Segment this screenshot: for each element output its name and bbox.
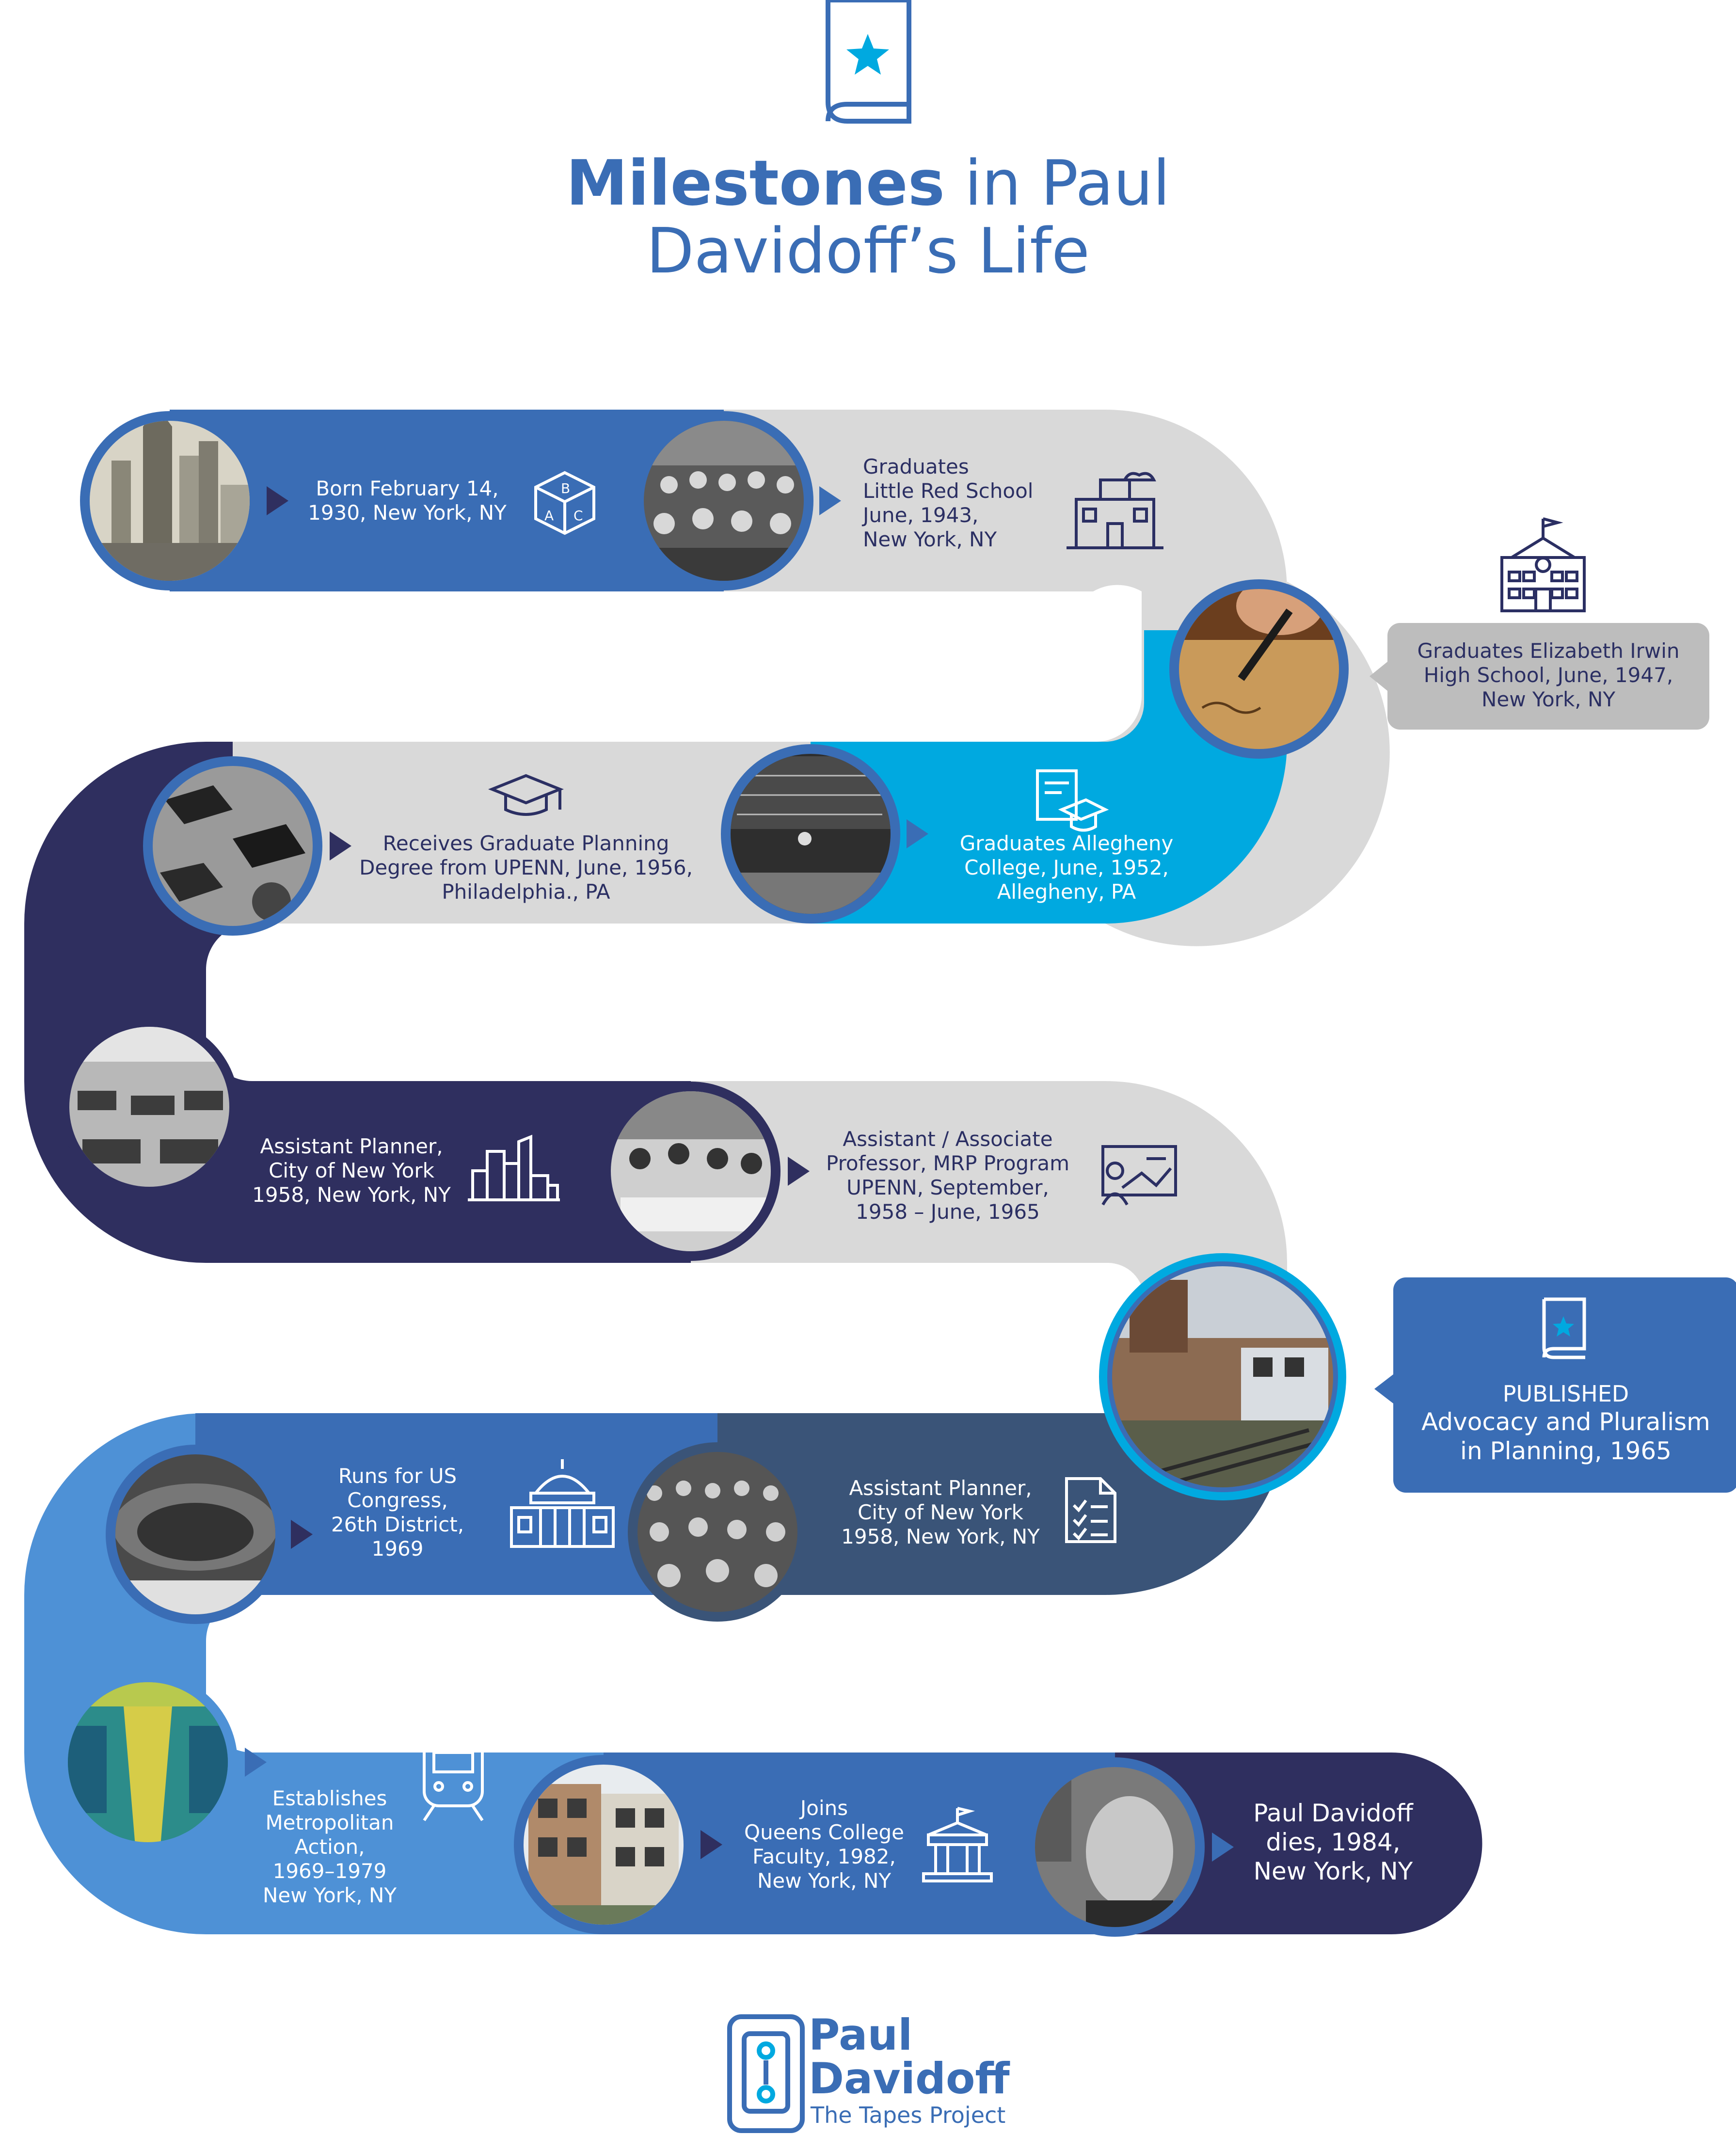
teacher-board-icon [1101,1145,1177,1206]
book-star-icon [1542,1297,1586,1359]
band-row1-gray [724,410,1287,591]
classroom-photo [634,411,813,590]
pointer-arrows [245,486,1234,1862]
abc-blocks-icon: B A C [534,471,595,535]
city-skyline-icon [468,1134,560,1201]
milestone-upenn-degree: Receives Graduate Planning Degree from U… [359,831,693,904]
band-row3-gray [691,1081,1287,1299]
diploma-icon [1036,769,1109,832]
milestone-planner-nyc: Assistant Planner, City of New York 1958… [252,1134,451,1207]
band-row1-blue [170,410,724,591]
assembly-photo [106,1445,285,1624]
lecture-hall-photo [721,744,900,924]
pen-writing-photo [1169,579,1349,759]
milestone-queens: Joins Queens College Faculty, 1982, New … [744,1796,904,1893]
milestone-congress: Runs for US Congress, 26th District, 196… [331,1464,464,1561]
subway-car-photo [58,1673,238,1852]
seminar-photo [601,1082,780,1261]
office-photo [60,1017,239,1196]
milestone-dies: Paul Davidoff dies, 1984, New York, NY [1253,1799,1413,1885]
book-star-icon [826,0,911,124]
checklist-icon [1065,1477,1116,1543]
apartment-photo [514,1755,693,1934]
milestone-born: Born February 14, 1930, New York, NY [308,477,507,525]
svg-text:C: C [573,508,583,524]
published-label: PUBLISHED [1502,1381,1629,1407]
milestone-metro-action: Establishes Metropolitan Action, 1969–19… [262,1786,397,1907]
band-row4-blue [195,1413,717,1595]
portrait-photo [1025,1757,1205,1937]
band-row5-navy [1115,1753,1482,1934]
title-bold: Milestones [566,147,945,220]
subway-train-icon [423,1737,484,1821]
logo-line3: The Tapes Project [811,2102,1006,2128]
college-building-icon [922,1807,993,1882]
irwin-callout [1370,623,1709,730]
page-title: Milestones in Paul [0,150,1736,217]
milestone-professor: Assistant / Associate Professor, MRP Pro… [826,1127,1069,1224]
title-rest: in Paul [944,147,1170,220]
milestone-little-red: Graduates Little Red School June, 1943, … [863,455,1034,551]
published-title: Advocacy and Pluralism in Planning, 1965 [1421,1408,1710,1465]
band-turn1-cyan [811,630,1287,924]
page-title-line2: Davidoff’s Life [646,215,1090,287]
milestone-irwin: Graduates Elizabeth Irwin High School, J… [1417,639,1680,711]
high-school-icon [1500,517,1586,612]
svg-text:B: B [561,480,570,496]
milestone-allegheny: Graduates Allegheny College, June, 1952,… [959,831,1174,904]
logo-line2: Davidoff [809,2054,1010,2103]
svg-text:A: A [544,508,554,524]
graduation-photo [143,756,322,936]
elevated-train-photo [1099,1253,1346,1500]
milestone-planner-nyc-2: Assistant Planner, City of New York 1958… [841,1476,1040,1548]
capitol-icon [510,1459,615,1548]
school-building-icon [1067,472,1163,549]
published-callout [1374,1277,1736,1493]
logo-line1: Paul [809,2010,913,2060]
band-row2-gray [233,742,811,924]
audience-photo [628,1442,807,1622]
skyline-photo [80,411,259,590]
graduation-cap-icon [488,774,564,816]
cassette-tape-icon [727,2014,805,2133]
